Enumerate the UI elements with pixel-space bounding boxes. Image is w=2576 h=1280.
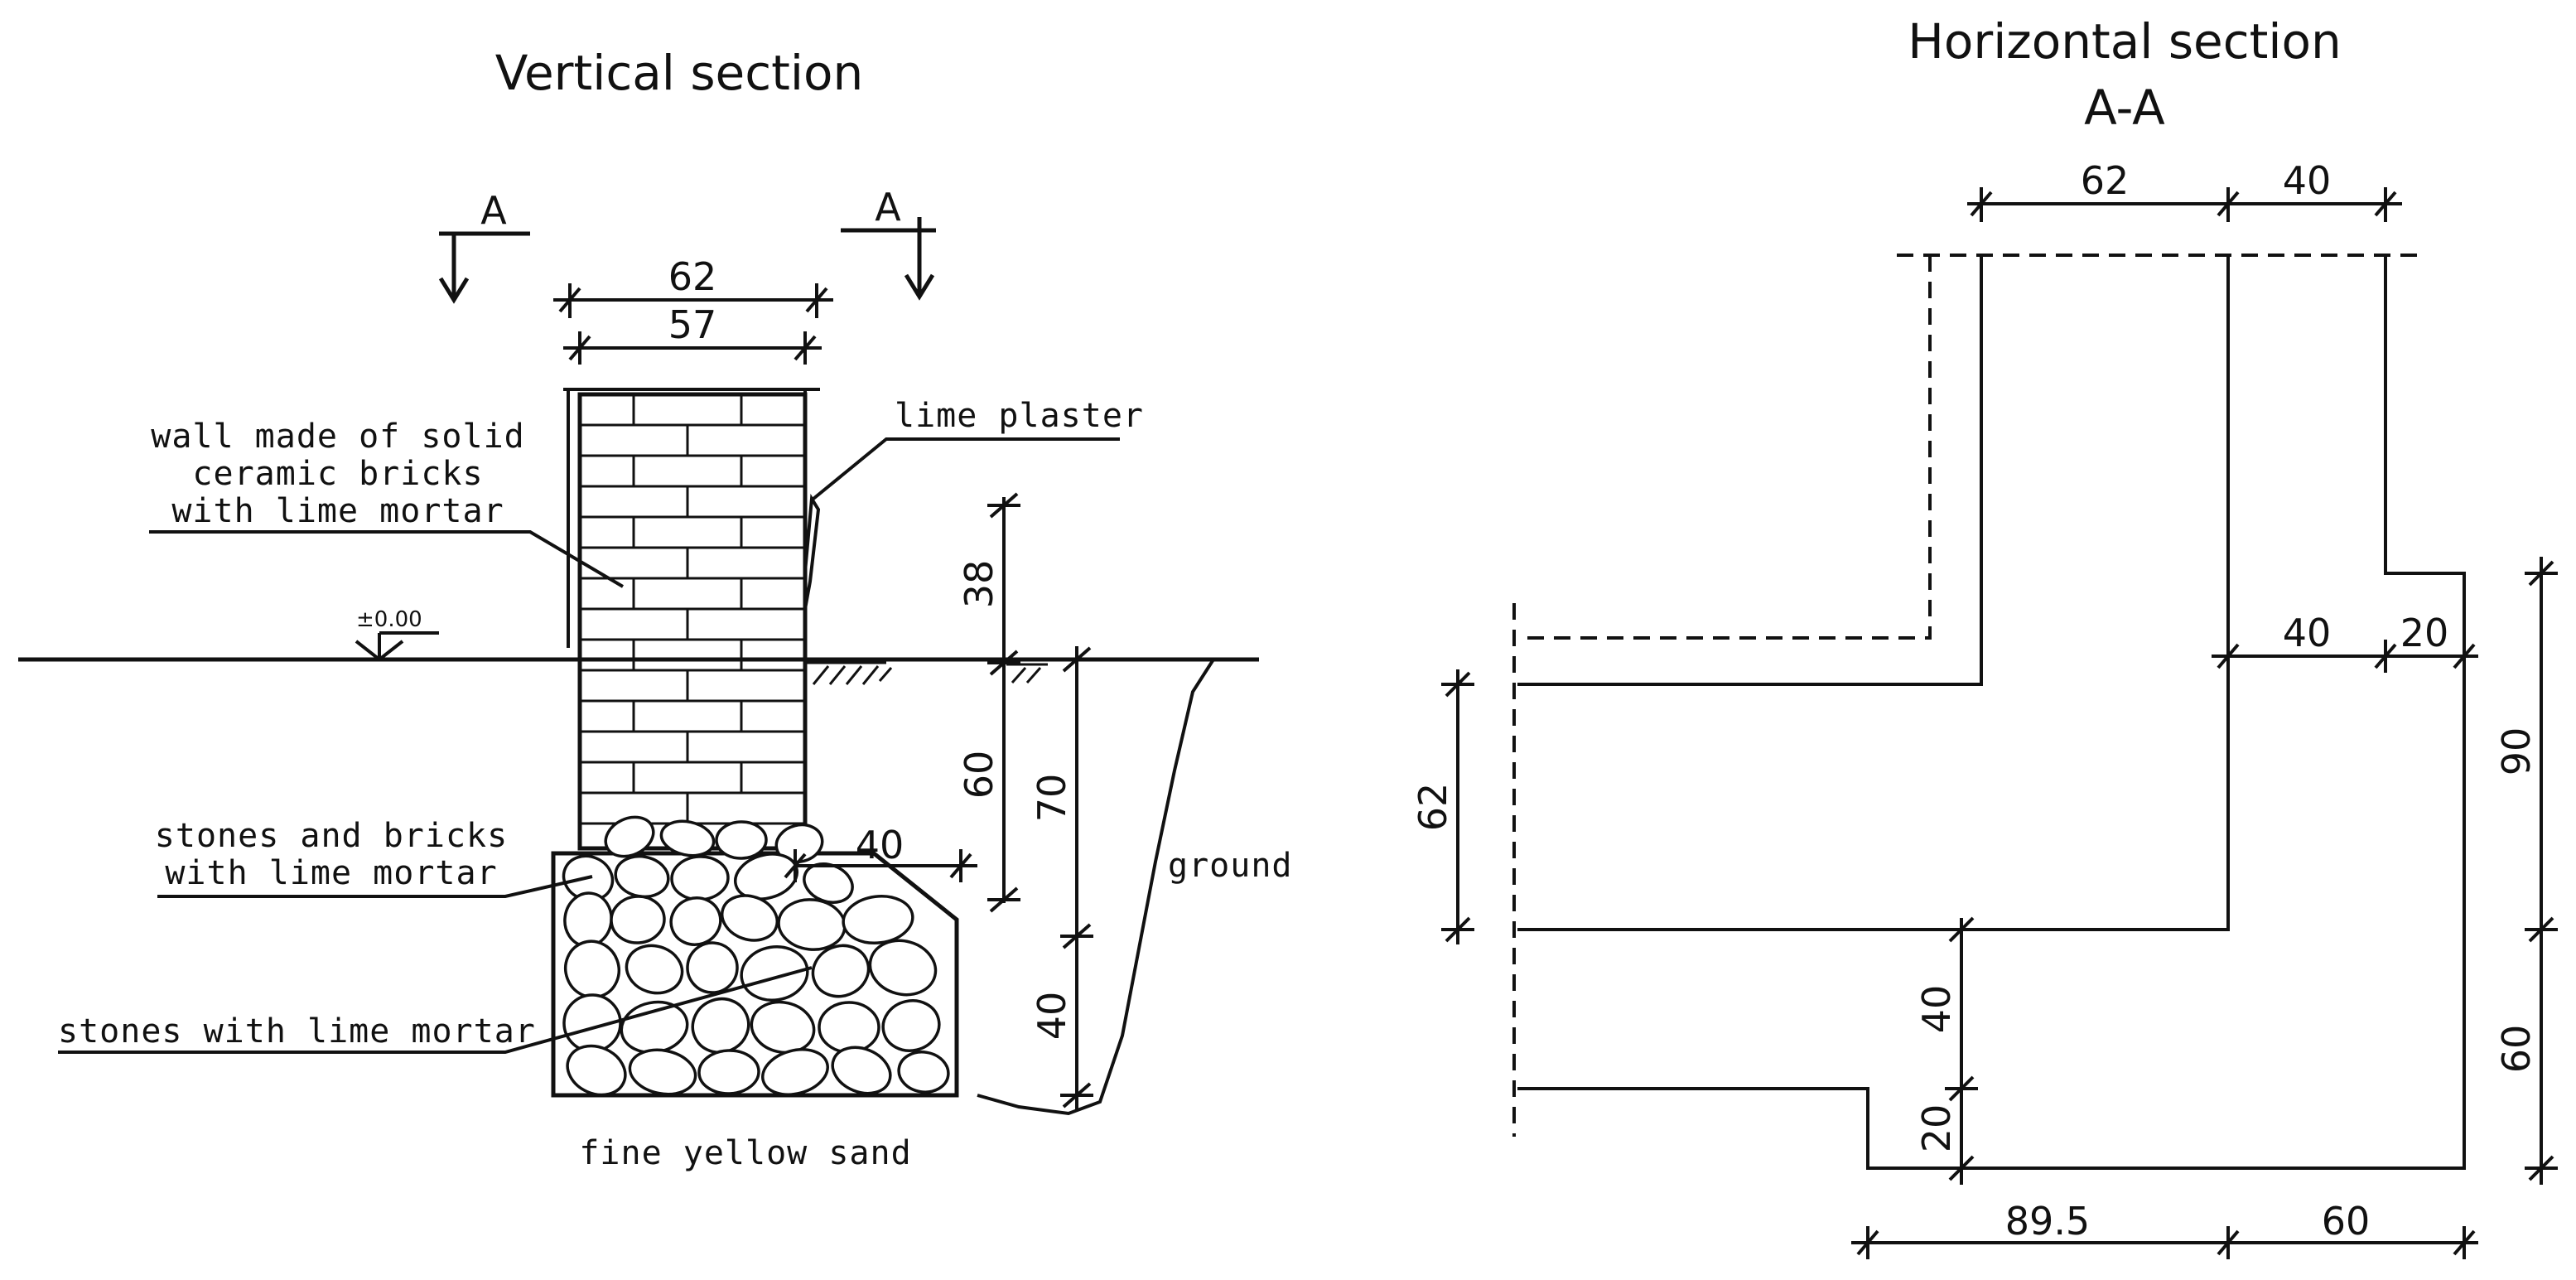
brick-courses <box>580 394 803 848</box>
dim-bottom-89-5: 89.5 <box>2005 1199 2090 1244</box>
plaster-outline <box>1517 255 1932 640</box>
section-marker-right: A <box>841 185 936 301</box>
dim-inner-20: 20 <box>1914 1104 1959 1153</box>
dim-right: 90 60 <box>2494 557 2558 1185</box>
section-mark-a-left: A <box>480 188 507 233</box>
dim-40-label: 40 <box>1030 992 1074 1041</box>
dim-chain-left: 38 60 <box>957 492 1020 913</box>
dim-outer-width: 62 <box>553 254 833 318</box>
dim-mid-20: 20 <box>2400 611 2449 655</box>
label-stones: stones with lime mortar <box>58 966 813 1054</box>
label-wall-line1: wall made of solid <box>151 418 524 456</box>
label-plaster: lime plaster <box>812 397 1144 500</box>
dim-bottom: 89.5 60 <box>1851 1199 2478 1259</box>
dim-inner-40: 40 <box>1914 985 1959 1034</box>
label-stones-lime: stones with lime mortar <box>58 1012 536 1051</box>
vertical-section: Vertical section A A 62 <box>18 45 1293 1172</box>
section-mark-a-right: A <box>875 185 901 229</box>
horizontal-section-title: Horizontal section <box>1908 13 2341 70</box>
vertical-section-title: Vertical section <box>495 45 863 101</box>
label-stones-bricks-line1: stones and bricks <box>155 817 508 855</box>
dim-40-offset-label: 40 <box>856 823 904 867</box>
level-marker: ±0.00 <box>355 607 439 662</box>
dim-38-label: 38 <box>957 560 1001 609</box>
dim-chain-right: 70 40 <box>987 646 1093 1110</box>
horizontal-section-subtitle: A-A <box>2084 80 2165 136</box>
horizontal-section: Horizontal section A-A 62 40 <box>1411 13 2558 1259</box>
foundation-footing <box>551 815 959 1098</box>
label-ground: ground <box>1168 847 1293 885</box>
footing-stones <box>562 815 950 1097</box>
dim-footing-offset: 40 <box>784 823 977 882</box>
ground-profile <box>977 658 1215 1116</box>
dim-top-62: 62 <box>2081 158 2130 203</box>
label-wall-line3: with lime mortar <box>171 492 504 530</box>
dim-60-label: 60 <box>957 751 1001 799</box>
dim-top-40: 40 <box>2283 158 2332 203</box>
wall-outline <box>1517 255 2466 1170</box>
label-sand: fine yellow sand <box>579 1134 911 1172</box>
label-wall-line2: ceramic bricks <box>192 455 483 493</box>
dim-left: 62 <box>1411 669 1474 944</box>
dim-inner: 40 20 <box>1914 916 1978 1185</box>
section-marker-left: A <box>438 188 530 304</box>
dim-mid-40: 40 <box>2283 611 2332 655</box>
dim-right-90: 90 <box>2494 727 2539 776</box>
dim-70-label: 70 <box>1030 774 1074 823</box>
dim-mid: 40 20 <box>2212 611 2478 673</box>
label-stones-bricks-line2: with lime mortar <box>165 854 497 892</box>
label-wall: wall made of solid ceramic bricks with l… <box>149 418 625 588</box>
level-value: ±0.00 <box>356 607 422 632</box>
dim-bottom-60: 60 <box>2322 1199 2371 1244</box>
dim-62-label: 62 <box>668 254 717 299</box>
dim-right-60: 60 <box>2494 1025 2539 1074</box>
label-stones-bricks: stones and bricks with lime mortar <box>155 817 593 898</box>
dim-left-62: 62 <box>1411 783 1455 832</box>
dim-inner-width: 57 <box>563 302 822 365</box>
brick-wall <box>577 392 808 851</box>
dim-top: 62 40 <box>1967 158 2402 222</box>
dim-57-label: 57 <box>668 302 717 347</box>
label-lime-plaster: lime plaster <box>895 397 1144 435</box>
